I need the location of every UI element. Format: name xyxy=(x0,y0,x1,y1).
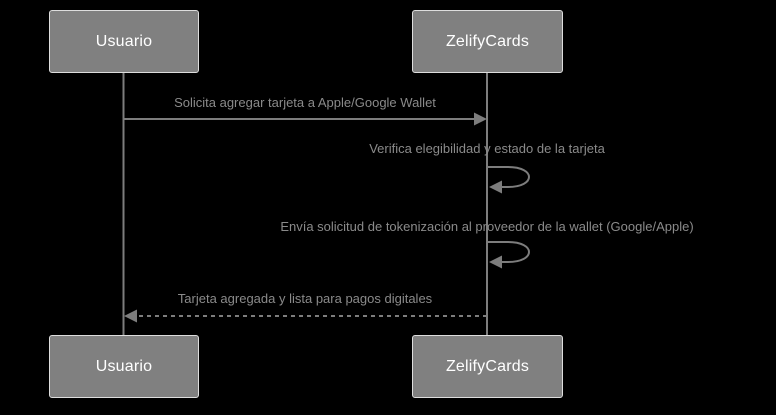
actor-zelifycards-bottom: ZelifyCards xyxy=(412,335,563,398)
self-loop-2-arrowhead xyxy=(489,255,502,269)
return-message-arrowhead xyxy=(124,309,137,323)
self-message-1-label: Verifica elegibilidad y estado de la tar… xyxy=(369,141,605,156)
self-loop-2-curve xyxy=(488,241,530,263)
return-message-label: Tarjeta agregada y lista para pagos digi… xyxy=(177,291,433,306)
actor-label: ZelifyCards xyxy=(445,357,530,375)
actor-usuario-bottom: Usuario xyxy=(49,335,199,398)
actor-label: ZelifyCards xyxy=(445,32,530,50)
actor-label: Usuario xyxy=(95,357,153,375)
actor-zelifycards-top: ZelifyCards xyxy=(412,10,563,73)
self-message-2-label: Envía solicitud de tokenización al prove… xyxy=(280,219,694,234)
actor-usuario-top: Usuario xyxy=(49,10,199,73)
self-loop-1-arrowhead xyxy=(489,180,502,194)
message-1-label: Solicita agregar tarjeta a Apple/Google … xyxy=(174,95,436,110)
self-loop-1-curve xyxy=(488,166,530,188)
message-1-arrowhead xyxy=(474,112,487,126)
actor-label: Usuario xyxy=(95,32,153,50)
